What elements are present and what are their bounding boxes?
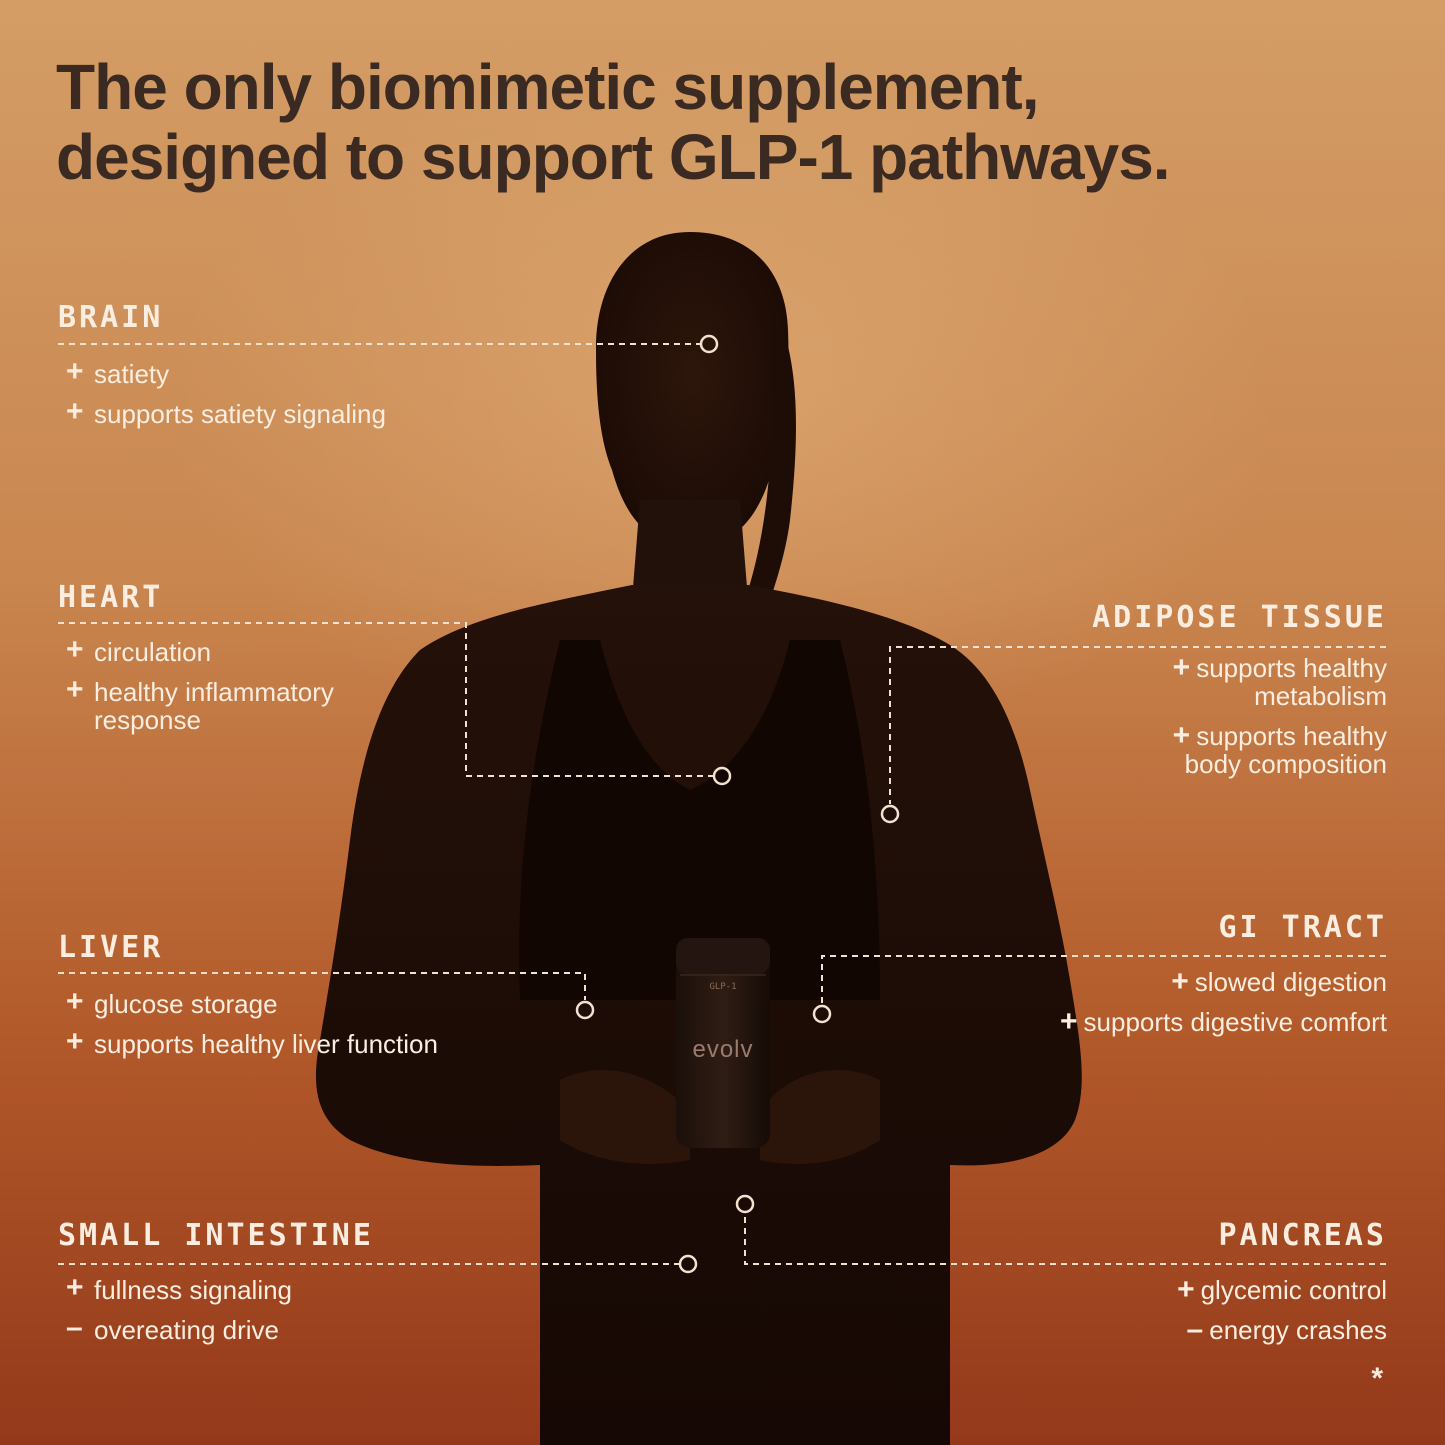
gi-tract-title: GI TRACT [1218,910,1387,945]
benefit-text-line-2: body composition [1184,749,1387,779]
benefit-text: slowed digestion [1194,967,1387,997]
list-item: + glucose storage [58,985,578,1019]
plus-icon: + [66,985,84,1018]
list-item: +supports healthy body composition [1027,719,1387,779]
pancreas-benefits: +glycemic control –energy crashes [1027,1273,1387,1356]
heart-benefits: + circulation + healthy inflammatory res… [58,633,458,746]
benefit-text: glucose storage [94,989,278,1019]
footnote-asterisk: * [1371,1362,1383,1395]
brain-title: BRAIN [58,300,164,335]
benefit-text: satiety [94,359,170,389]
benefit-text-line-2: response [94,705,201,735]
small-intestine-title: SMALL INTESTINE [58,1218,374,1253]
liver-title: LIVER [58,930,164,965]
list-item: –energy crashes [1027,1313,1387,1346]
plus-icon: + [66,355,84,388]
list-item: + healthy inflammatory response [58,673,458,735]
benefit-text-line-2: metabolism [1254,681,1387,711]
list-item: + supports satiety signaling [58,395,538,429]
benefit-text-line-1: healthy inflammatory [94,677,334,707]
list-item: + circulation [58,633,458,667]
headline-line-2: designed to support GLP-1 pathways. [56,121,1171,193]
minus-icon: – [66,1311,83,1344]
bottle-brand-logo: evolv [692,1036,754,1063]
list-item: – overeating drive [58,1311,478,1345]
adipose-tissue-benefits: +supports healthy metabolism +supports h… [1027,651,1387,790]
headline-line-1: The only biomimetic supplement, [56,51,1039,123]
benefit-text-line-1: +supports healthy [1027,651,1387,684]
list-item: +glycemic control [1027,1273,1387,1306]
benefit-text: glycemic control [1200,1275,1387,1305]
plus-icon: + [66,1271,84,1304]
benefit-text: circulation [94,637,212,667]
benefit-text: supports satiety signaling [94,399,386,429]
bottle-label-glp1: GLP-1 [709,982,737,992]
list-item: + satiety [58,355,538,389]
gi-tract-benefits: +slowed digestion +supports digestive co… [967,965,1387,1048]
plus-icon: + [66,1025,84,1058]
small-intestine-benefits: + fullness signaling – overeating drive [58,1271,478,1356]
plus-icon: + [1060,1005,1078,1038]
benefit-text: supports healthy [1196,653,1387,683]
list-item: +supports digestive comfort [967,1005,1387,1038]
supplement-bottle [676,938,770,1148]
headline: The only biomimetic supplement, designed… [56,52,1396,192]
pancreas-title: PANCREAS [1218,1218,1387,1253]
plus-icon: + [66,673,84,706]
brain-benefits: + satiety + supports satiety signaling [58,355,538,440]
benefit-text: fullness signaling [94,1275,293,1305]
benefit-text: supports digestive comfort [1083,1007,1387,1037]
heart-title: HEART [58,580,164,615]
list-item: +slowed digestion [967,965,1387,998]
plus-icon: + [1172,651,1191,684]
plus-icon: + [1171,965,1189,998]
list-item: +supports healthy metabolism [1027,651,1387,711]
plus-icon: + [1177,1273,1195,1306]
benefit-text: supports healthy liver function [94,1029,438,1059]
benefit-text: energy crashes [1209,1315,1387,1345]
plus-icon: + [66,633,84,666]
list-item: + supports healthy liver function [58,1025,578,1059]
minus-icon: – [1186,1313,1204,1346]
benefit-text: overeating drive [94,1315,279,1345]
liver-benefits: + glucose storage + supports healthy liv… [58,985,578,1070]
benefit-text-line-1: +supports healthy [1027,719,1387,752]
benefit-text: supports healthy [1196,721,1387,751]
plus-icon: + [66,395,84,428]
plus-icon: + [1172,719,1191,752]
adipose-tissue-title: ADIPOSE TISSUE [1092,600,1387,635]
list-item: + fullness signaling [58,1271,478,1305]
